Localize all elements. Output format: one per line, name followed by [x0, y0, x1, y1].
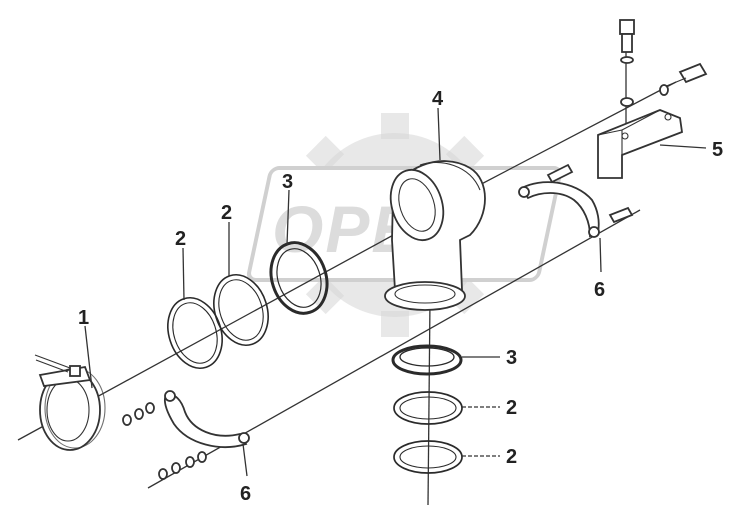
mounting-bracket — [597, 109, 683, 179]
callout-2-gasket-c: 2 — [506, 397, 517, 419]
bracket-bolt-horizontal — [659, 62, 708, 96]
leader-lines — [84, 107, 707, 477]
callout-2-gasket-a: 2 — [175, 228, 186, 250]
seal-ring-left — [269, 241, 329, 315]
elbow-pipe — [384, 160, 486, 311]
callout-1: 1 — [78, 307, 89, 329]
callout-6-clamp-lower: 6 — [240, 483, 251, 505]
callout-labels: 1 2 2 3 4 5 6 3 2 2 6 — [78, 88, 723, 505]
half-clamp-upper — [518, 163, 634, 238]
bracket-bolt-vertical — [619, 19, 635, 107]
callout-5-bracket: 5 — [712, 139, 723, 161]
gasket-left-a — [167, 297, 223, 369]
callout-4-elbow: 4 — [432, 88, 444, 110]
clamp-nuts-left — [122, 402, 155, 426]
callout-2-gasket-d: 2 — [506, 446, 517, 468]
callout-3-seal-bottom: 3 — [506, 347, 517, 369]
gasket-bottom-b — [393, 440, 463, 474]
half-clamp-lower — [163, 390, 250, 448]
callout-6-clamp-upper: 6 — [594, 279, 605, 301]
callout-3-seal-left: 3 — [282, 171, 293, 193]
clamp-nuts-bottom — [158, 451, 207, 480]
callout-2-gasket-b: 2 — [221, 202, 232, 224]
gasket-left-b — [213, 274, 269, 346]
gasket-bottom-a — [393, 391, 463, 425]
seal-ring-bottom — [391, 344, 463, 376]
v-band-clamp — [34, 354, 106, 451]
